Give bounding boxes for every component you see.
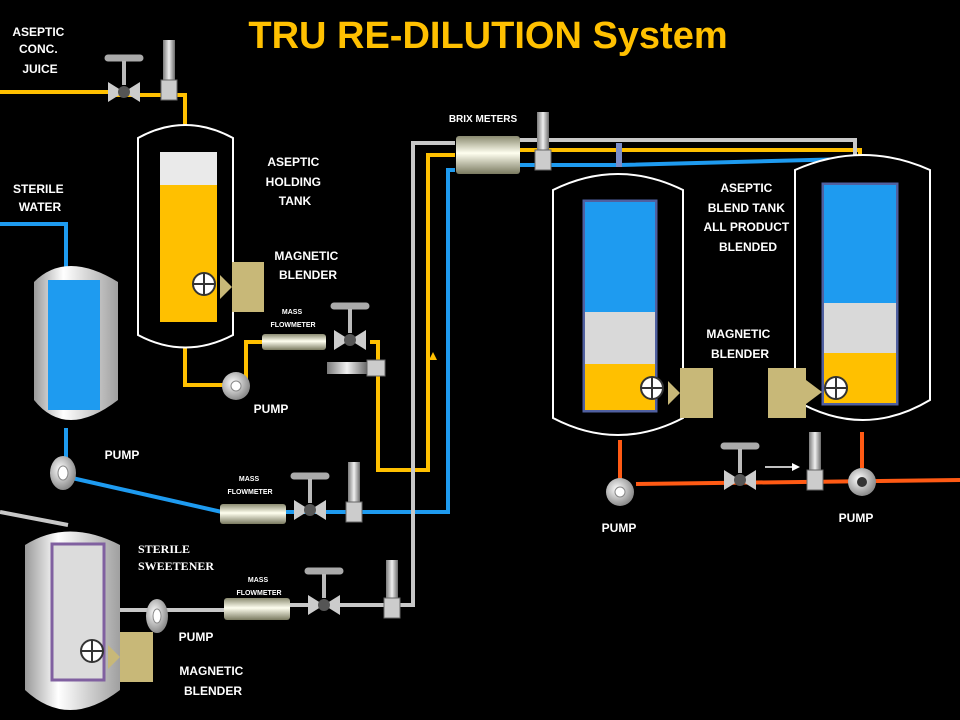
water-layer bbox=[585, 202, 655, 312]
water-pipe-riser bbox=[286, 168, 455, 514]
sterile-sweetener-tank bbox=[25, 531, 120, 710]
water-pipe bbox=[0, 222, 68, 268]
label-aseptic-holding-tank: ASEPTIC HOLDING TANK bbox=[266, 155, 325, 208]
pipe-tee bbox=[616, 143, 622, 167]
valve-juice-inlet[interactable] bbox=[104, 54, 144, 102]
sweetener-pipe-riser bbox=[290, 141, 455, 607]
pump-blend-right[interactable] bbox=[848, 468, 876, 496]
valve-sweetener[interactable] bbox=[304, 567, 344, 615]
brix-meter[interactable] bbox=[456, 136, 520, 174]
label-magnetic-blender-right: MAGNETIC BLENDER bbox=[706, 327, 773, 361]
pump-blend-left[interactable] bbox=[606, 478, 634, 506]
aseptic-blend-tank bbox=[794, 154, 931, 421]
juice-pipe bbox=[0, 90, 187, 125]
magnetic-blender-holding[interactable] bbox=[192, 262, 264, 312]
label-sterile-water: STERILE WATER bbox=[13, 182, 67, 214]
valve-water[interactable] bbox=[290, 472, 330, 520]
label-mass-flowmeter-2: MASS FLOWMETER bbox=[227, 476, 272, 496]
label-pump-holding: PUMP bbox=[254, 402, 289, 416]
sterile-water-tank bbox=[34, 266, 118, 420]
water-layer bbox=[824, 185, 896, 303]
juice-pipe-riser bbox=[370, 153, 455, 472]
arrowhead-icon bbox=[792, 463, 800, 471]
valve-product[interactable] bbox=[720, 442, 760, 490]
label-magnetic-blender-top: MAGNETIC BLENDER bbox=[274, 249, 341, 282]
magnetic-blender-blend-left[interactable] bbox=[640, 368, 713, 418]
sweetener-layer bbox=[585, 312, 655, 364]
water-pipe-flow bbox=[71, 476, 223, 514]
sweetener-pipe-top bbox=[0, 510, 69, 527]
juice-pipe-flow bbox=[244, 340, 262, 385]
label-pump-blend-left: PUMP bbox=[602, 521, 637, 535]
juice-level bbox=[160, 185, 217, 322]
mass-flowmeter-sweetener[interactable] bbox=[224, 598, 290, 620]
label-mass-flowmeter-1: MASS FLOWMETER bbox=[270, 309, 315, 329]
sensor-brix[interactable] bbox=[534, 112, 552, 171]
sensor-product[interactable] bbox=[806, 432, 824, 491]
label-brix-meters: BRIX METERS bbox=[449, 114, 518, 125]
aseptic-holding-tank bbox=[137, 124, 234, 349]
magnetic-blender-sweetener[interactable] bbox=[80, 632, 153, 682]
valve-juice[interactable] bbox=[330, 302, 370, 350]
sweetener-layer bbox=[824, 303, 896, 353]
sensor-water[interactable] bbox=[345, 462, 363, 523]
label-pump-blend-right: PUMP bbox=[839, 511, 874, 525]
mass-flowmeter-water[interactable] bbox=[220, 504, 286, 524]
label-mass-flowmeter-3: MASS FLOWMETER bbox=[236, 577, 281, 597]
label-aseptic-blend-tank: ASEPTIC BLEND TANK ALL PRODUCT BLENDED bbox=[703, 181, 792, 254]
label-aseptic-conc-juice: ASEPTIC CONC. JUICE bbox=[12, 25, 67, 76]
magnetic-blender-blend-right[interactable] bbox=[768, 368, 848, 418]
juice-pipe-header bbox=[520, 148, 862, 158]
page-title: TRU RE-DILUTION System bbox=[248, 15, 727, 57]
sweetener-pipe-header bbox=[520, 138, 857, 158]
sensor-juice-inlet[interactable] bbox=[160, 40, 178, 101]
label-magnetic-blender-bottom: MAGNETIC BLENDER bbox=[179, 664, 246, 698]
label-pump-sweetener: PUMP bbox=[179, 630, 214, 644]
product-pipe-main bbox=[635, 478, 960, 486]
pump-water[interactable] bbox=[50, 456, 76, 490]
mass-flowmeter-juice[interactable] bbox=[262, 334, 326, 350]
label-pump-water: PUMP bbox=[105, 448, 140, 462]
label-sterile-sweetener: STERILE SWEETENER bbox=[138, 542, 214, 573]
arrowhead-up-icon bbox=[429, 352, 437, 360]
water-level bbox=[48, 280, 100, 410]
sensor-sweetener[interactable] bbox=[383, 560, 401, 619]
pump-holding[interactable] bbox=[222, 372, 250, 400]
blend-tank-left bbox=[552, 173, 684, 436]
sensor-juice bbox=[327, 359, 386, 377]
pump-sweetener[interactable] bbox=[146, 599, 168, 633]
juice-pipe-outlet bbox=[183, 345, 228, 387]
